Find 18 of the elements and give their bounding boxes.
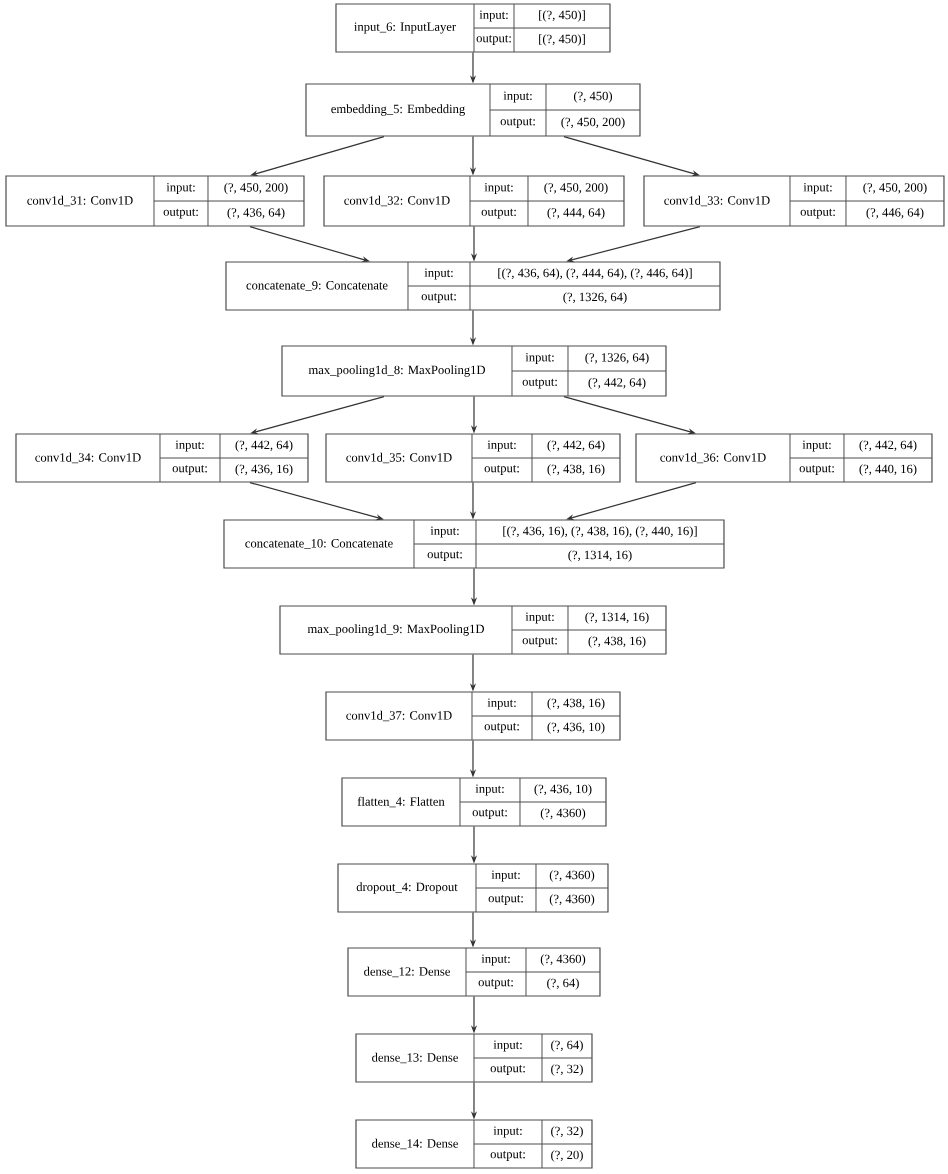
layer-box [323, 175, 625, 227]
layer-box [355, 1119, 593, 1169]
layer-box [355, 1033, 593, 1083]
layer-box [635, 433, 933, 483]
layer-box [347, 947, 601, 997]
layer-box [225, 261, 721, 311]
layer-box [281, 345, 667, 397]
layer-box [15, 433, 309, 483]
layer-box [305, 83, 641, 137]
layer-box [643, 175, 945, 227]
layer-box [5, 175, 305, 227]
layer-box [341, 777, 607, 827]
layer-box [325, 433, 621, 483]
layer-box [223, 519, 725, 569]
layer-box [325, 691, 621, 741]
layer-box [335, 3, 611, 53]
layer-box [279, 605, 667, 655]
layer-box [337, 863, 609, 913]
